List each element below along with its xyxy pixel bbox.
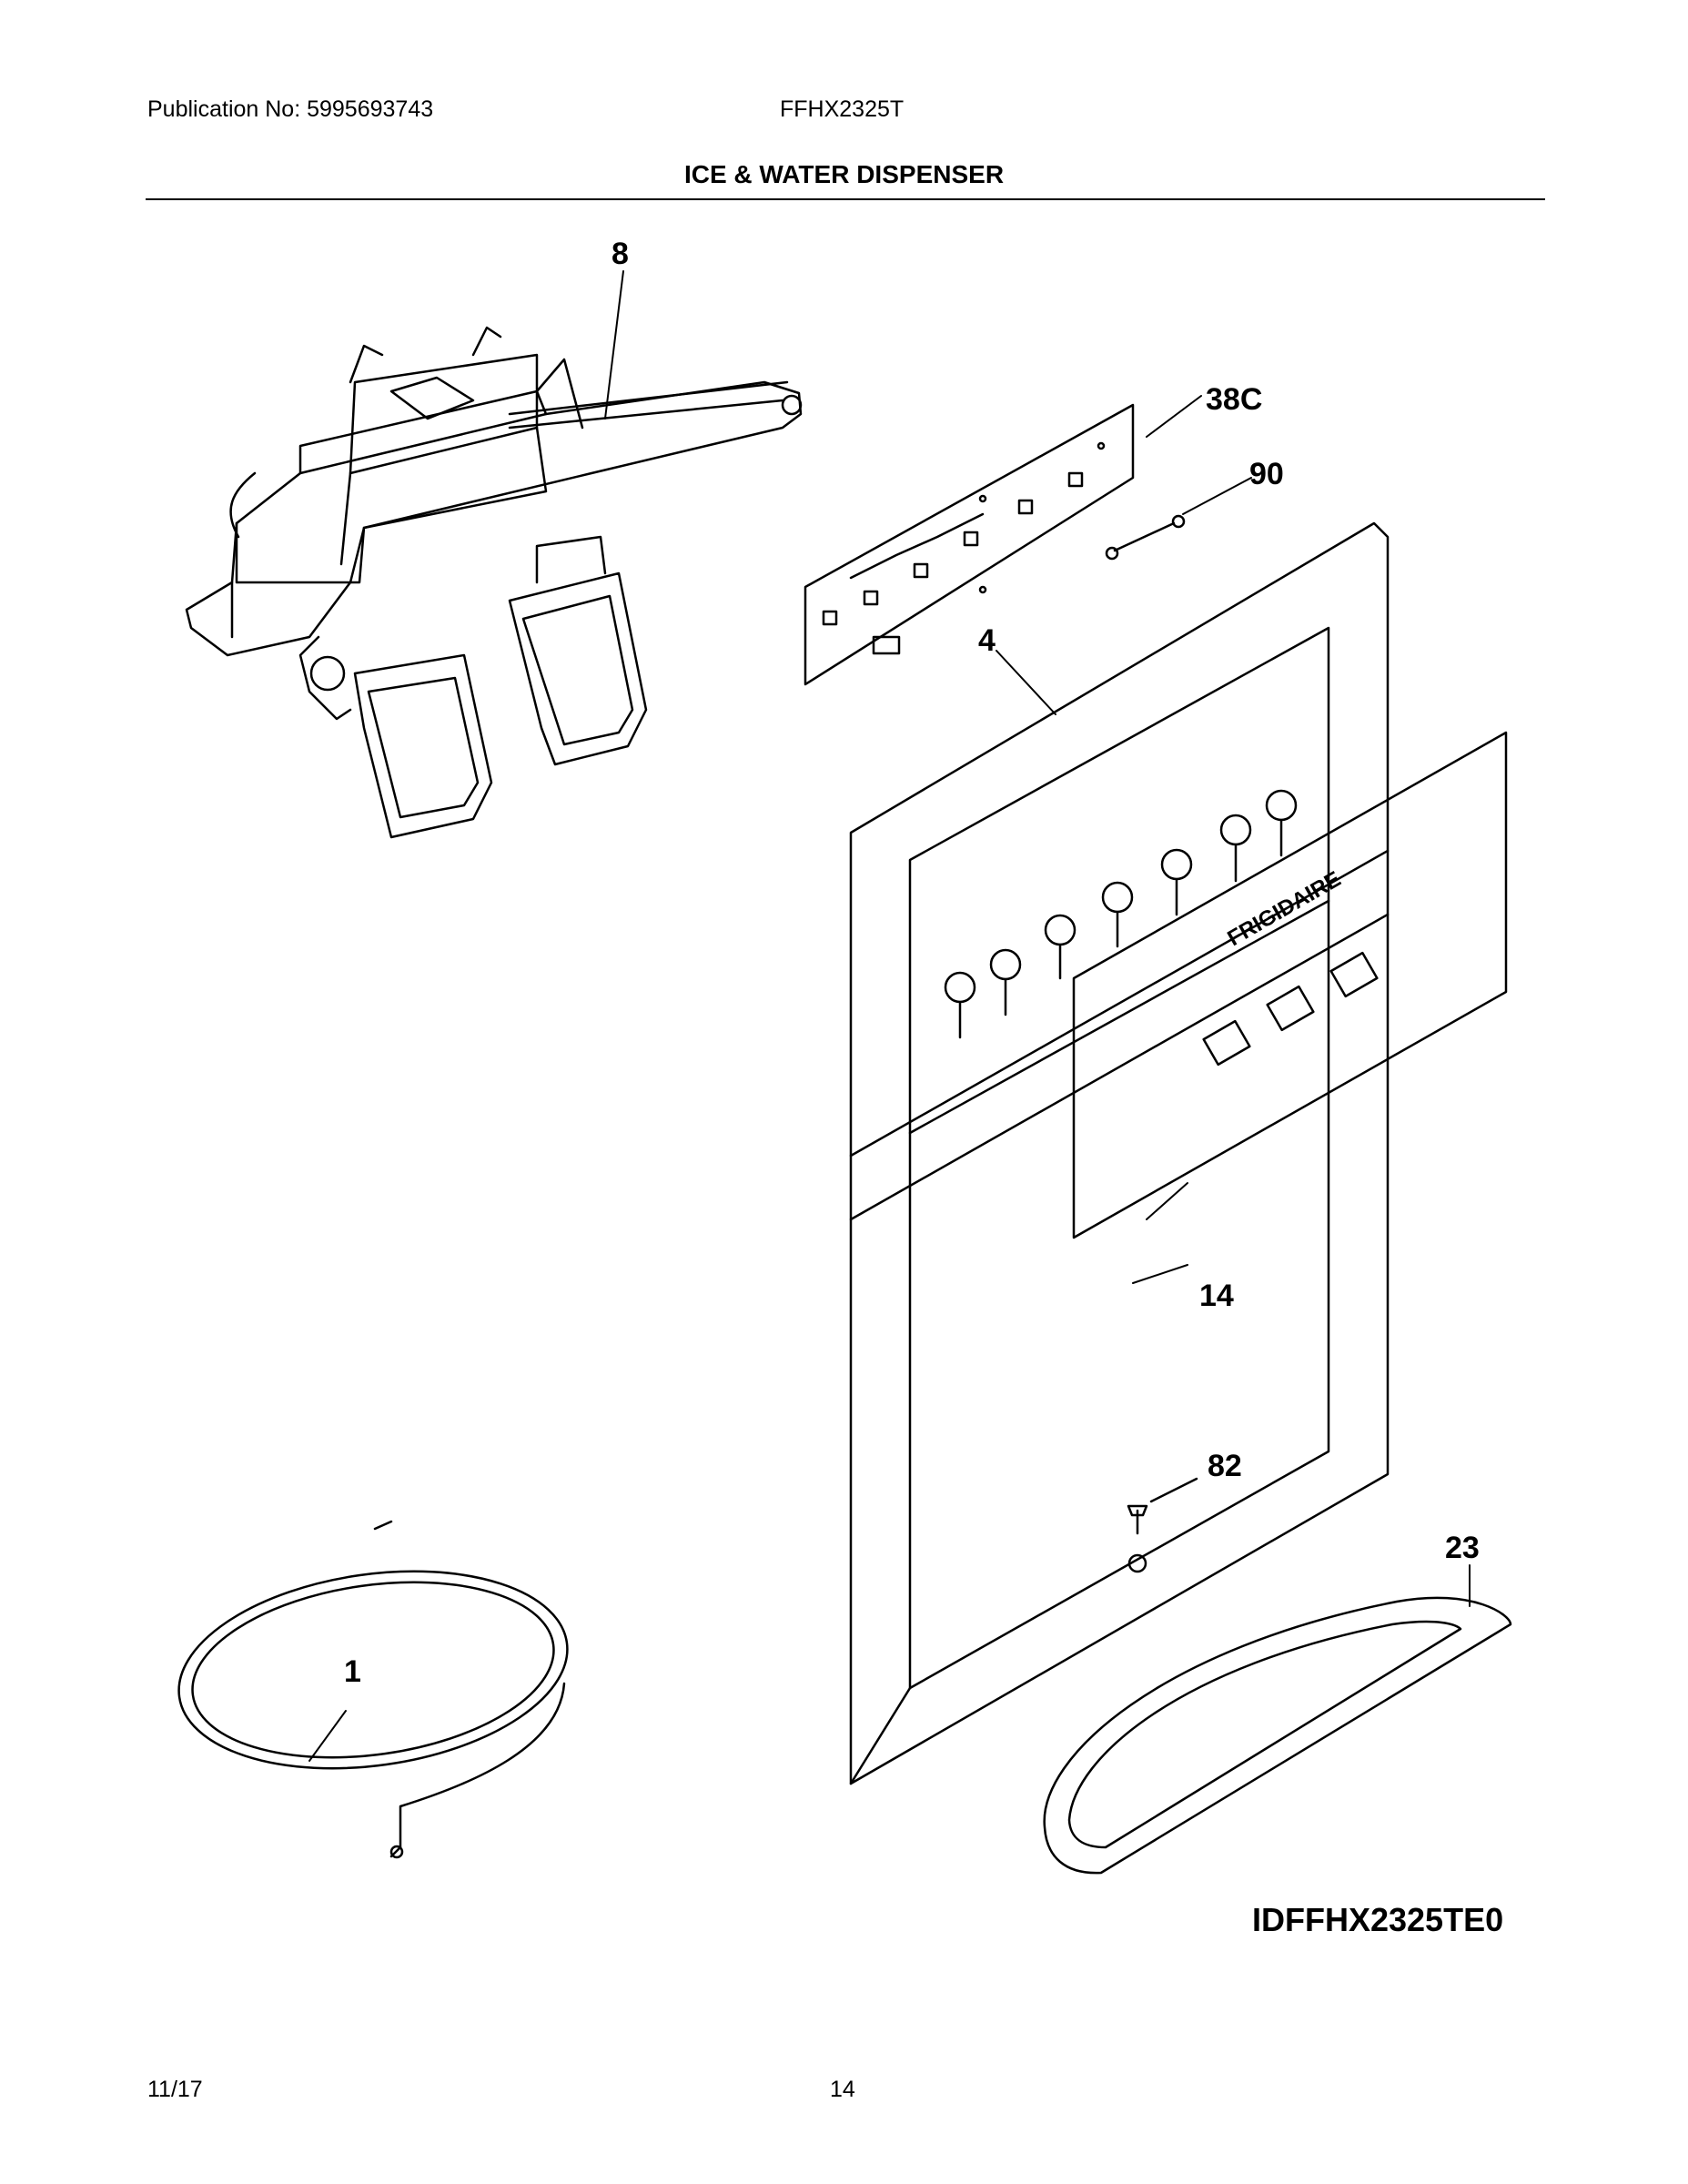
model-number: FFHX2325T <box>780 96 905 122</box>
dispenser-housing-part <box>849 521 1390 1785</box>
publication-number: Publication No: 5995693743 <box>147 96 434 122</box>
callout-4: 4 <box>978 623 996 658</box>
callout-1: 1 <box>344 1654 361 1689</box>
lever-assembly-part <box>185 326 803 839</box>
leader-lines <box>308 270 1471 1762</box>
overlay-panel-part <box>1072 731 1508 1239</box>
callout-23: 23 <box>1445 1531 1480 1565</box>
callout-82: 82 <box>1208 1449 1242 1483</box>
drip-tray-part <box>1043 1596 1512 1875</box>
control-board-part <box>804 403 1135 686</box>
diagram-id: IDFFHX2325TE0 <box>1252 1901 1503 1938</box>
page-title: ICE & WATER DISPENSER <box>683 160 1005 188</box>
wire-connector-part <box>1105 514 1186 561</box>
header-divider <box>146 198 1545 200</box>
brand-logo: FRIGIDAIRE <box>1224 866 1346 951</box>
callout-38c: 38C <box>1206 382 1262 417</box>
revision-date: 11/17 <box>147 2077 203 2102</box>
page-number: 14 <box>830 2077 855 2102</box>
callout-14: 14 <box>1199 1279 1234 1313</box>
callout-90: 90 <box>1249 457 1284 491</box>
screw-part <box>1127 1477 1198 1535</box>
tubing-coil-part <box>177 1520 569 1859</box>
callout-8: 8 <box>612 237 629 271</box>
